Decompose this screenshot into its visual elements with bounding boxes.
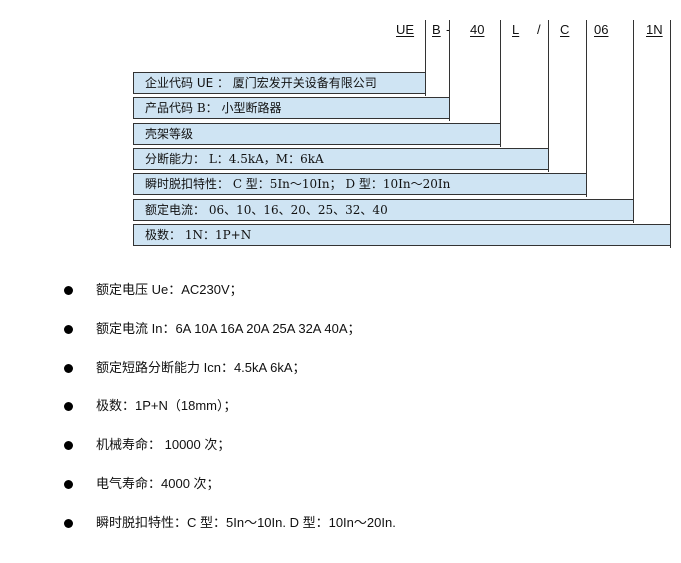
spec-text: 电气寿命：4000 次； [96,475,220,491]
spec-item-poles: 极数：1P+N（18mm）； [62,396,396,435]
row-bar-breaking [133,148,549,170]
model-code-diagram: UE B - 40 L / C 06 1N 企业代码 UE ： 厦门宏发开关设备… [0,0,681,250]
code-segment-b: B [432,22,441,37]
spec-text: 额定电流 In：6A 10A 16A 20A 25A 32A 40A； [96,320,361,336]
spec-text: 额定短路分断能力 Icn：4.5kA 6kA； [96,359,306,375]
row-label-frame: 壳架等级 [145,127,194,141]
row-label-current: 额定电流： 06、10、16、20、25、32、40 [145,203,388,217]
row-label-breaking: 分断能力： L：4.5kA，M：6kA [145,152,324,166]
connector-line-1n [670,20,671,248]
bullet-icon [64,518,73,528]
code-segment-1n: 1N [646,22,663,37]
row-bar-company [133,72,426,94]
spec-item-rated-current: 额定电流 In：6A 10A 16A 20A 25A 32A 40A； [62,319,396,358]
spec-item-trip-characteristic: 瞬时脱扣特性：C 型：5In～10In. D 型：10In～20In. [62,513,396,552]
spec-list: 额定电压 Ue：AC230V； 额定电流 In：6A 10A 16A 20A 2… [62,280,396,552]
row-bar-trip [133,173,587,195]
spec-text: 额定电压 Ue：AC230V； [96,282,243,297]
bullet-icon [64,441,73,451]
row-bar-frame [133,123,501,145]
code-segment-ue: UE [396,22,415,37]
connector-line-c [586,20,587,197]
bullet-icon [64,286,73,295]
code-segment-slash: / [537,22,541,37]
connector-line-40 [500,20,501,147]
row-label-product: 产品代码 B： 小型断路器 [145,101,282,115]
row-bar-poles [133,224,671,246]
row-label-trip: 瞬时脱扣特性： C 型：5In～10In； D 型：10In～20In [145,177,451,191]
row-bar-current [133,199,634,221]
spec-item-electrical-life: 电气寿命：4000 次； [62,474,396,513]
spec-text: 极数：1P+N（18mm）； [96,398,237,414]
row-label-company: 企业代码 UE ： 厦门宏发开关设备有限公司 [145,76,377,90]
row-bar-product [133,97,450,119]
code-segment-c: C [560,22,570,37]
spec-item-mechanical-life: 机械寿命： 10000 次； [62,435,396,474]
connector-line-b [449,20,450,121]
row-label-poles: 极数： 1N：1P+N [145,228,252,242]
spec-text: 机械寿命： 10000 次； [96,437,231,453]
bullet-icon [64,402,73,412]
connector-line-ue [425,20,426,96]
code-segment-l: L [512,22,520,37]
bullet-icon [64,324,73,334]
connector-line-l [548,20,549,172]
spec-text: 瞬时脱扣特性：C 型：5In～10In. D 型：10In～20In. [96,514,396,530]
code-segment-40: 40 [470,22,485,37]
bullet-icon [64,479,73,489]
connector-line-06 [633,20,634,223]
spec-item-rated-voltage: 额定电压 Ue：AC230V； [62,280,396,319]
spec-item-breaking-capacity: 额定短路分断能力 Icn：4.5kA 6kA； [62,358,396,397]
bullet-icon [64,363,73,373]
code-segment-06: 06 [594,22,609,37]
code-segment-dash: - [446,22,450,42]
